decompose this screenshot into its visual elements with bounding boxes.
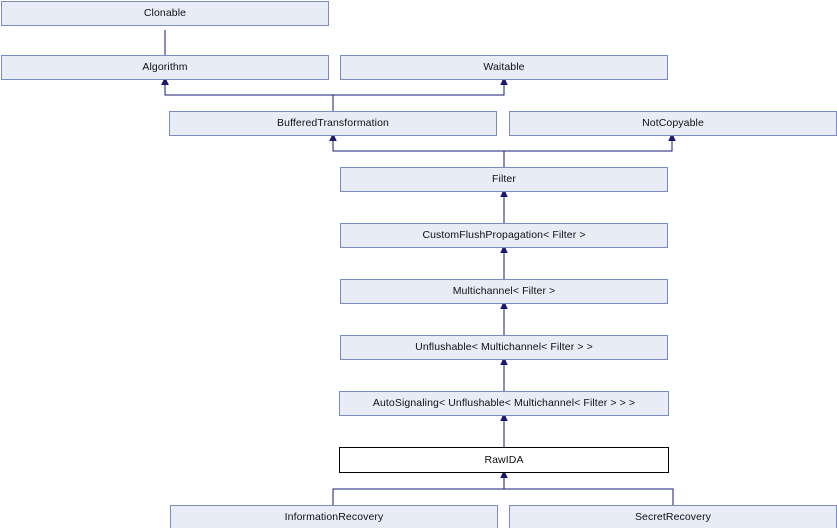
class-node-label: Waitable: [483, 61, 525, 74]
class-node-label: CustomFlushPropagation< Filter >: [422, 229, 586, 242]
class-node-algorithm[interactable]: Algorithm: [1, 55, 329, 80]
class-node-filter[interactable]: Filter: [340, 167, 668, 192]
class-node-bufferedtransformation[interactable]: BufferedTransformation: [169, 111, 497, 136]
edge-filter-notcopyable: [504, 141, 673, 152]
class-node-unflushable[interactable]: Unflushable< Multichannel< Filter > >: [340, 335, 668, 360]
class-node-label: InformationRecovery: [284, 511, 384, 524]
class-node-informationrecovery[interactable]: InformationRecovery: [170, 505, 498, 528]
class-node-customflushpropagation[interactable]: CustomFlushPropagation< Filter >: [340, 223, 668, 248]
class-node-clonable[interactable]: Clonable: [1, 1, 329, 26]
class-node-label: Algorithm: [142, 61, 188, 74]
class-node-label: Filter: [492, 173, 516, 186]
class-node-secretrecovery[interactable]: SecretRecovery: [509, 505, 837, 528]
class-node-waitable[interactable]: Waitable: [340, 55, 668, 80]
class-node-autosignaling[interactable]: AutoSignaling< Unflushable< Multichannel…: [339, 391, 669, 416]
edge-filter-buffered: [332, 141, 505, 167]
class-node-label: AutoSignaling< Unflushable< Multichannel…: [372, 397, 636, 410]
class-node-label: Clonable: [143, 7, 187, 20]
class-node-notcopyable[interactable]: NotCopyable: [509, 111, 837, 136]
class-node-label: SecretRecovery: [634, 511, 712, 524]
class-node-multichannel[interactable]: Multichannel< Filter >: [340, 279, 668, 304]
class-node-label: NotCopyable: [642, 117, 704, 130]
class-node-label: Multichannel< Filter >: [452, 285, 556, 298]
edge-buffered-algorithm: [164, 85, 334, 111]
inheritance-arrowheads: [161, 77, 676, 478]
class-node-rawida[interactable]: RawIDA: [339, 447, 669, 473]
edge-buffered-waitable: [333, 85, 505, 96]
edge-secretrecovery-rawida: [504, 488, 674, 505]
class-node-label: Unflushable< Multichannel< Filter > >: [415, 341, 593, 354]
edge-inforecovery-rawida: [332, 478, 505, 505]
class-node-label: RawIDA: [484, 453, 524, 466]
class-node-label: BufferedTransformation: [277, 117, 389, 130]
